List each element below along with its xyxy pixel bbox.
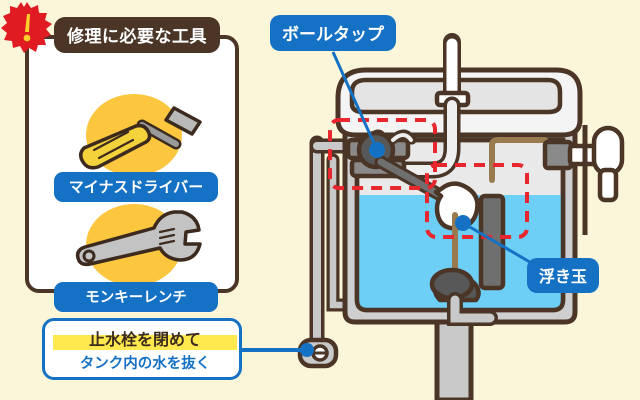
warning-line-1: 止水栓を閉めて: [53, 326, 237, 350]
shutoff-valve: [297, 337, 339, 369]
ball-tap-highlight: [328, 118, 437, 190]
callout-float-ball: 浮き玉: [527, 258, 600, 293]
tools-panel: マイナスドライバー モンキーレンチ: [25, 35, 239, 312]
flapper-valve: [429, 267, 498, 326]
warning-callout: 止水栓を閉めて タンク内の水を抜く: [42, 318, 242, 380]
warning-leader-line: [242, 343, 314, 357]
tool-label-wrench: モンキーレンチ: [54, 282, 218, 312]
tools-panel-title: 修理に必要な工具: [54, 17, 220, 53]
exclamation-burst-icon: [1, 2, 52, 53]
tool-label-screwdriver: マイナスドライバー: [54, 172, 218, 202]
callout-ball-tap: ボールタップ: [270, 15, 396, 51]
flush-handle: [542, 125, 625, 235]
balltap-leader-line: [331, 51, 385, 158]
overflow-standpipe: [478, 193, 506, 291]
flathead-screwdriver-icon: [79, 106, 202, 170]
monkey-wrench-icon: [75, 210, 202, 267]
tool-item-wrench: モンキーレンチ: [54, 204, 218, 312]
float-ball-highlight: [425, 163, 529, 239]
tank-water: [357, 196, 563, 310]
floatball-leader-line: [455, 215, 541, 270]
warning-line-2: タンク内の水を抜く: [79, 356, 211, 372]
tool-item-screwdriver: マイナスドライバー: [54, 94, 218, 202]
float-rod: [374, 155, 449, 203]
